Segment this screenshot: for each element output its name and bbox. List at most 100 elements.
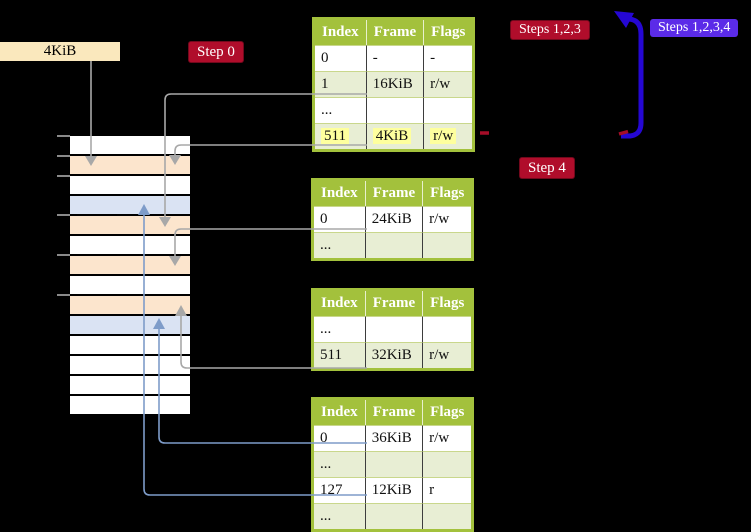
cell-frame: 12KiB	[365, 477, 424, 503]
column-header: Index	[314, 181, 366, 206]
memory-tick	[57, 135, 70, 137]
column-header: Frame	[366, 20, 425, 45]
table-row: ...	[315, 97, 473, 123]
cell-value: r	[429, 482, 435, 498]
cell-flags: r/w	[423, 342, 472, 368]
cell-frame: 36KiB	[365, 425, 424, 451]
cell-frame: 32KiB	[365, 342, 424, 368]
cell-value: r/w	[429, 430, 450, 446]
cell-frame: 4KiB	[366, 123, 425, 149]
column-header: Index	[315, 20, 367, 45]
memory-frame-row-peach	[70, 296, 190, 316]
table-row: 0 36KiB r/w	[314, 425, 472, 451]
cell-value: 1	[321, 76, 329, 92]
column-header: Flags	[423, 291, 472, 316]
step-0-badge: Step 0	[188, 41, 244, 63]
table-row: 0 - -	[315, 45, 473, 71]
memory-tick	[57, 174, 70, 177]
cell-flags: r/w	[423, 425, 472, 451]
memory-tick	[57, 154, 70, 157]
highlighted-value: 511	[321, 128, 349, 144]
cell-index: 0	[314, 206, 366, 232]
memory-frame-row-white	[70, 276, 190, 296]
memory-frame-row-white	[70, 356, 190, 376]
memory-frame-row-blue	[70, 316, 190, 336]
memory-frame-row-peach	[70, 156, 190, 176]
column-header: Index	[314, 400, 366, 425]
memory-frame-row-peach	[70, 216, 190, 236]
cell-flags: r/w	[424, 123, 473, 149]
column-header: Flags	[424, 20, 473, 45]
cell-frame	[365, 316, 424, 342]
cell-value: r/w	[430, 76, 451, 92]
memory-tick	[57, 254, 70, 257]
cell-index: ...	[314, 503, 366, 529]
table-row: ...	[314, 316, 472, 342]
cell-index: ...	[314, 316, 366, 342]
cell-value: 24KiB	[371, 211, 412, 227]
cell-value: ...	[320, 508, 332, 524]
cell-value: r/w	[429, 347, 450, 363]
cell-frame: -	[366, 45, 425, 71]
highlighted-value: r/w	[430, 128, 457, 144]
table-row: 511 32KiB r/w	[314, 342, 472, 368]
cell-flags: r/w	[423, 206, 472, 232]
cell-value: 32KiB	[371, 347, 412, 363]
cell-index: ...	[314, 232, 366, 258]
cell-frame	[365, 451, 424, 477]
memory-frame-row-blue	[70, 196, 190, 216]
cell-value: 12KiB	[371, 482, 412, 498]
table-row: 1 16KiB r/w	[315, 71, 473, 97]
steps-1234-badge: Steps 1,2,3,4	[650, 19, 739, 37]
cell-value: r/w	[429, 211, 450, 227]
table-row: ...	[314, 503, 472, 529]
table-row: 511 4KiB r/w	[315, 123, 473, 149]
cell-value: 0	[321, 50, 329, 66]
memory-frame-row-white	[70, 376, 190, 396]
cell-value: ...	[320, 237, 332, 253]
cell-flags	[423, 316, 472, 342]
frame-size-label: 4KiB	[0, 42, 120, 61]
cell-index: 0	[315, 45, 367, 71]
memory-frame-row-white	[70, 396, 190, 414]
column-header: Flags	[423, 181, 472, 206]
cell-value: 511	[320, 347, 342, 363]
cell-index: 511	[315, 123, 367, 149]
table-row: ...	[314, 451, 472, 477]
cell-flags	[423, 232, 472, 258]
memory-frame-row-white	[70, 236, 190, 256]
recursive-loop-arrow	[614, 11, 644, 139]
column-header: Index	[314, 291, 366, 316]
cell-flags: r	[423, 477, 472, 503]
column-header: Flags	[423, 400, 472, 425]
table-row: ...	[314, 232, 472, 258]
highlighted-value: 4KiB	[372, 128, 412, 144]
cell-frame: 16KiB	[366, 71, 425, 97]
cell-index: ...	[314, 451, 366, 477]
cell-value: ...	[320, 456, 332, 472]
cell-index: 1	[315, 71, 367, 97]
cell-value: -	[430, 50, 436, 66]
cell-flags	[423, 503, 472, 529]
step-4-badge: Step 4	[519, 157, 575, 179]
memory-frame-row-white	[70, 336, 190, 356]
table-row: 0 24KiB r/w	[314, 206, 472, 232]
cell-frame: 24KiB	[365, 206, 424, 232]
cell-value: 0	[320, 211, 328, 227]
column-header: Frame	[365, 400, 424, 425]
memory-frame-row-white	[70, 136, 190, 156]
memory-tick	[57, 293, 70, 296]
cell-frame	[365, 232, 424, 258]
cell-index: 0	[314, 425, 366, 451]
cell-value: -	[372, 50, 378, 66]
memory-frame-row-peach	[70, 256, 190, 276]
cell-value: 36KiB	[371, 430, 412, 446]
